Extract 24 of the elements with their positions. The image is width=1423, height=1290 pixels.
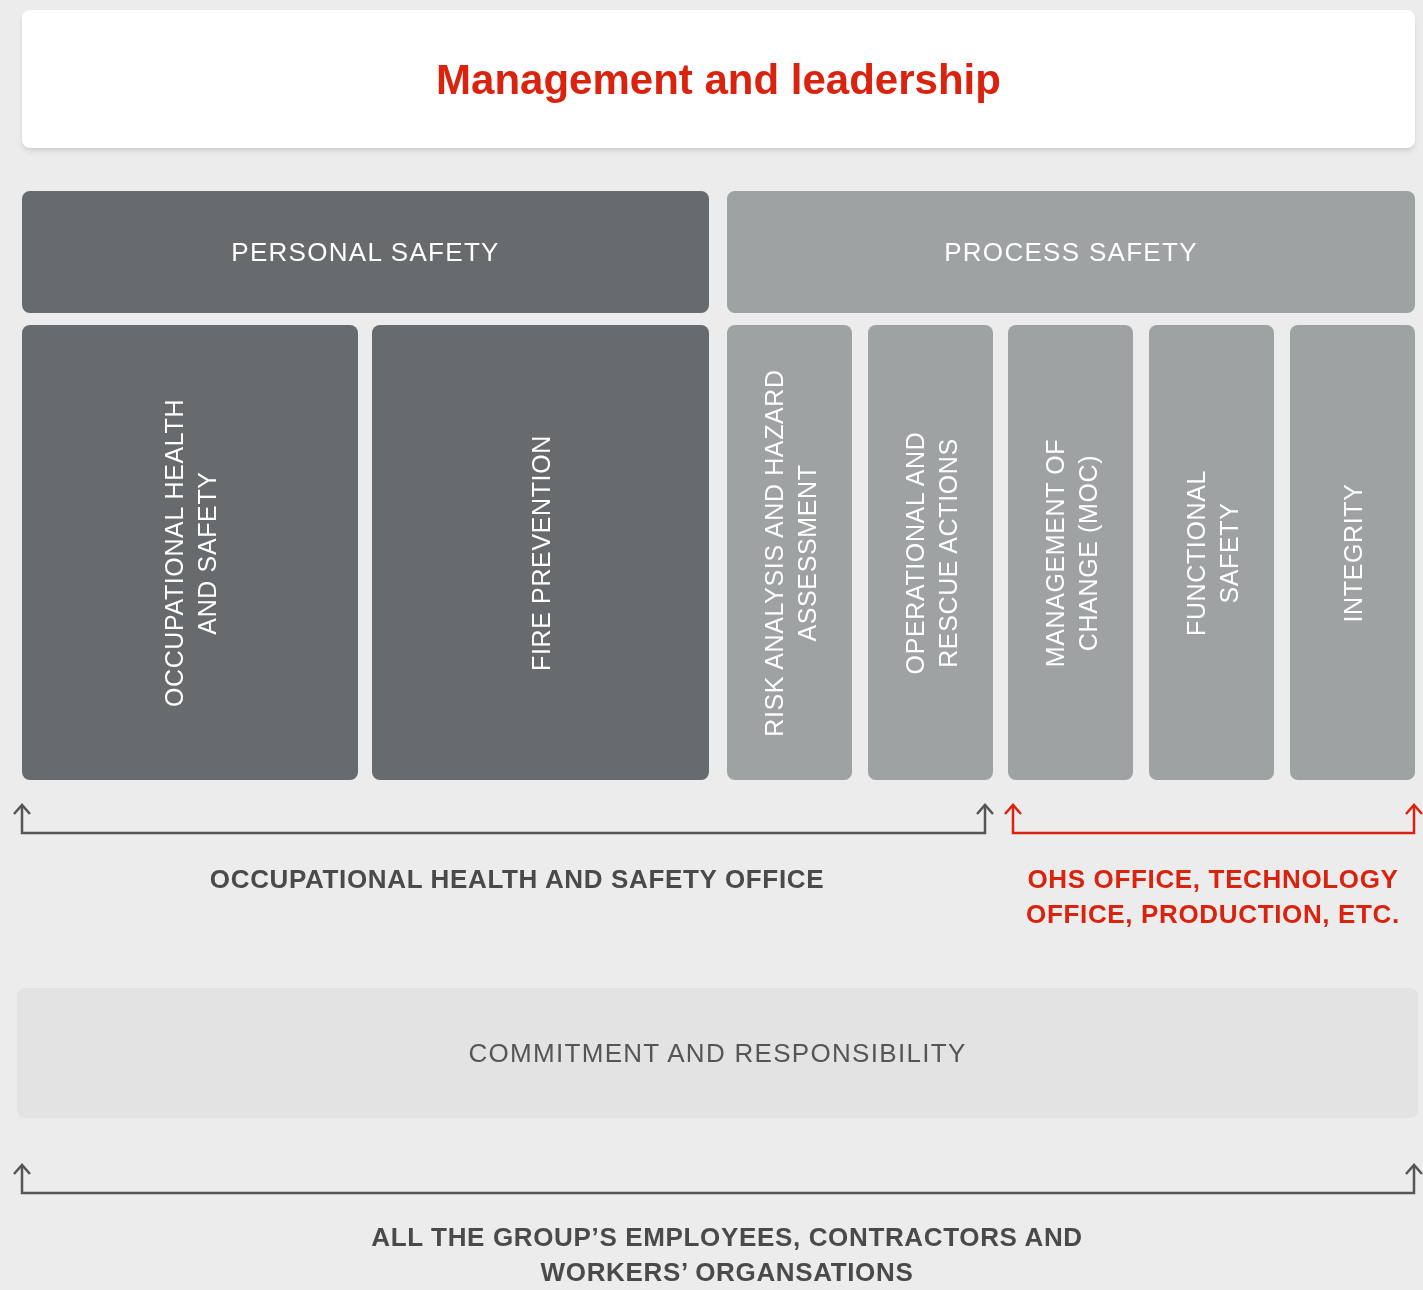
pillar-box [727, 325, 852, 780]
pillar-box [1008, 325, 1133, 780]
category-box [727, 191, 1415, 313]
group-label: ALL THE GROUP’S EMPLOYEES, CONTRACTORS AND WORKERS’ ORGANSATIONS [370, 1221, 1084, 1289]
box-label: PERSONAL SAFETY [231, 235, 500, 269]
pillar-label: RISK ANALYSIS AND HAZARD ASSESSMENT [758, 367, 821, 739]
pillar-box [868, 325, 993, 780]
pillar-label: OPERATIONAL AND RESCUE ACTIONS [899, 430, 962, 676]
box-label: Management and leadership [436, 54, 1001, 105]
pillar-box [22, 325, 358, 780]
pillar-box [1149, 325, 1274, 780]
pillar-label: MANAGEMENT OF CHANGE (MOC) [1039, 437, 1103, 669]
pillar-label: FIRE PREVENTION [525, 433, 556, 673]
header-box [22, 10, 1415, 148]
pillar-box [372, 325, 709, 780]
group-label: OHS OFFICE, TECHNOLOGY OFFICE, PRODUCTION, ETC. [1025, 863, 1401, 931]
pillar-label: OCCUPATIONAL HEALTH AND SAFETY [158, 397, 221, 709]
pillar-box [1290, 325, 1415, 780]
pillar-label: FUNCTIONAL SAFETY [1180, 468, 1243, 638]
box-label: PROCESS SAFETY [944, 235, 1198, 269]
category-box [22, 191, 709, 313]
group-label: OCCUPATIONAL HEALTH AND SAFETY OFFICE [208, 863, 826, 896]
box-label: COMMITMENT AND RESPONSIBILITY [468, 1036, 967, 1070]
pillar-label: INTEGRITY [1337, 482, 1368, 624]
